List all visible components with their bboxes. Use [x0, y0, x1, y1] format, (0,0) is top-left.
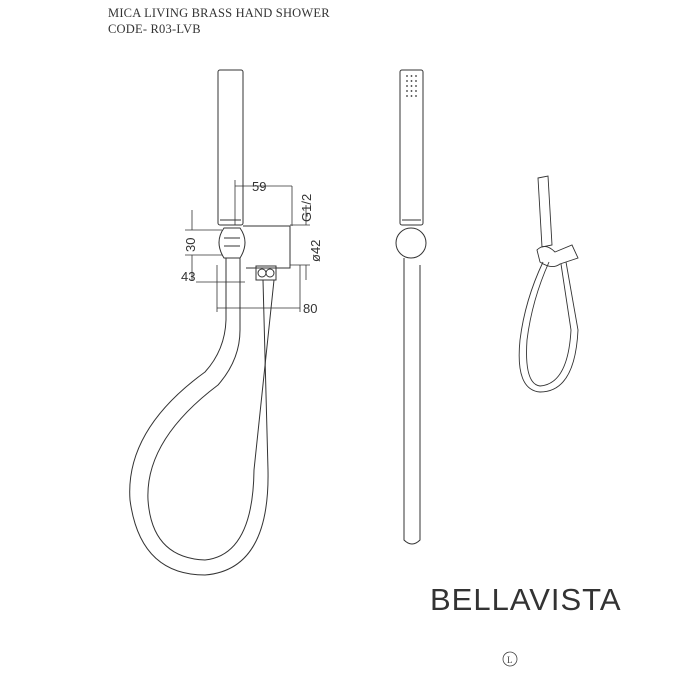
side-view [395, 69, 427, 545]
hose-outer [129, 258, 269, 576]
product-title: MICA LIVING BRASS HAND SHOWER [108, 6, 330, 20]
dim-43: 43 [181, 269, 195, 284]
dim-80: 80 [303, 301, 317, 316]
hose-nut [255, 265, 277, 281]
bracket-perspective [536, 244, 579, 267]
wall-bracket [243, 225, 291, 269]
bellavista-logo: BELLAVISTA [430, 582, 622, 617]
handset-side [399, 69, 424, 226]
hose-side [403, 258, 421, 545]
perspective-view [518, 175, 579, 393]
dim-30: 30 [183, 238, 198, 252]
dim-59: 59 [252, 179, 266, 194]
holder-ball [218, 227, 246, 259]
handset-perspective [537, 175, 553, 248]
handset-body [217, 69, 244, 226]
dim-42: ø42 [308, 240, 323, 262]
front-view: 59 43 80 30 G1/2 ø42 [129, 69, 323, 576]
holder-ball-side [395, 227, 427, 259]
product-code: CODE- R03-LVB [108, 22, 201, 36]
hose-inner [147, 258, 275, 561]
dim-g12: G1/2 [299, 194, 314, 222]
